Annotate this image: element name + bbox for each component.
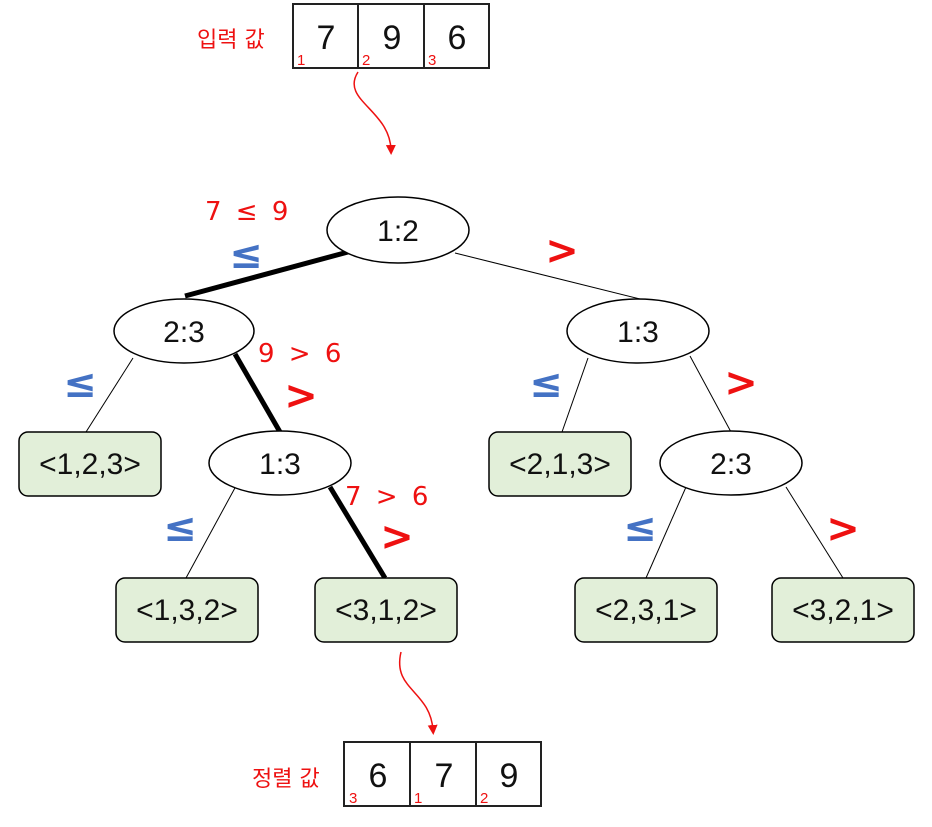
edge-root-right [454,252,641,300]
edge-leftright-leaf312 [327,485,388,580]
output-label: 정렬 값 [252,767,320,792]
edge-label-gt: > [284,373,318,419]
edge-rightright-leaf231 [645,486,687,579]
input-cell-index: 2 [362,52,370,69]
leaf-label: <3,1,2> [335,594,437,627]
node-ellipse [113,298,255,364]
comparison-annotation: 7 ≤ 9 [205,197,291,227]
edge-label-le: ≤ [229,232,263,278]
leaf-box [574,577,718,643]
node-label: 1:2 [377,215,419,248]
tree-node-left: 2:3 [113,298,255,364]
output-cell-index: 3 [349,790,357,807]
tree-leaf-123: <1,2,3> [18,431,162,497]
tree-leaf-321: <3,2,1> [771,577,915,643]
edge-label-le: ≤ [529,361,563,407]
node-label: 1:3 [617,316,659,349]
input-label: 입력 값 [197,28,265,53]
tree-node-right: 1:3 [566,298,710,364]
edge-right-rightright [689,355,732,433]
input-to-tree-arrow [353,71,396,155]
tree-leaf-312: <3,1,2> [314,577,458,643]
comparison-annotation: 7 > 6 [345,482,431,512]
edge-label-gt: > [826,506,860,552]
node-ellipse [326,196,470,264]
leaf-label: <3,2,1> [792,594,894,627]
tree-node-left-right: 1:3 [208,430,352,496]
input-array: 7 9 6 1 2 3 [292,3,490,69]
tree-leaf-132: <1,3,2> [115,577,259,643]
leaf-label: <1,2,3> [39,448,141,481]
node-label: 1:3 [259,448,301,481]
output-cell-value: 7 [435,757,454,795]
output-cell-index: 1 [414,790,422,807]
edge-label-le: ≤ [63,361,97,407]
input-cell-value: 6 [448,19,467,57]
edge-label-le: ≤ [163,505,197,551]
leaf-label: <2,1,3> [509,448,611,481]
leaf-label: <1,3,2> [136,594,238,627]
node-label: 2:3 [710,448,752,481]
input-array-frame [292,3,490,69]
node-ellipse [659,430,803,496]
node-ellipse [208,430,352,496]
edge-left-leftright [232,352,283,434]
leaf-box [18,431,162,497]
input-cell-index: 1 [297,52,305,69]
tree-leaf-213: <2,1,3> [488,431,632,497]
edge-label-le: ≤ [623,505,657,551]
leaf-to-output-arrow [398,651,438,735]
output-cell-index: 2 [480,790,488,807]
edge-leftright-leaf132 [185,485,237,579]
edge-right-leaf213 [561,357,589,433]
output-cell-value: 9 [500,757,519,795]
tree-leaf-231: <2,3,1> [574,577,718,643]
edge-label-gt: > [380,514,414,560]
leaf-box [771,577,915,643]
input-cell-index: 3 [428,52,436,69]
input-cell-value: 9 [383,19,402,57]
edge-left-leaf123 [85,357,134,433]
output-cell-value: 6 [369,757,388,795]
tree-node-right-right: 2:3 [659,430,803,496]
node-ellipse [566,298,710,364]
leaf-label: <2,3,1> [595,594,697,627]
tree-edges [85,249,844,580]
edge-rightright-leaf321 [785,486,844,579]
output-array-frame [343,741,542,807]
input-cell-value: 7 [317,19,336,57]
leaf-box [488,431,632,497]
comparison-annotation: 9 > 6 [258,339,344,369]
edge-label-gt: > [545,228,579,274]
edge-label-gt: > [724,360,758,406]
leaf-box [314,577,458,643]
edge-root-left [184,249,349,299]
leaf-box [115,577,259,643]
tree-node-root: 1:2 [326,196,470,264]
node-label: 2:3 [163,316,205,349]
output-array: 6 7 9 3 1 2 [343,741,542,807]
